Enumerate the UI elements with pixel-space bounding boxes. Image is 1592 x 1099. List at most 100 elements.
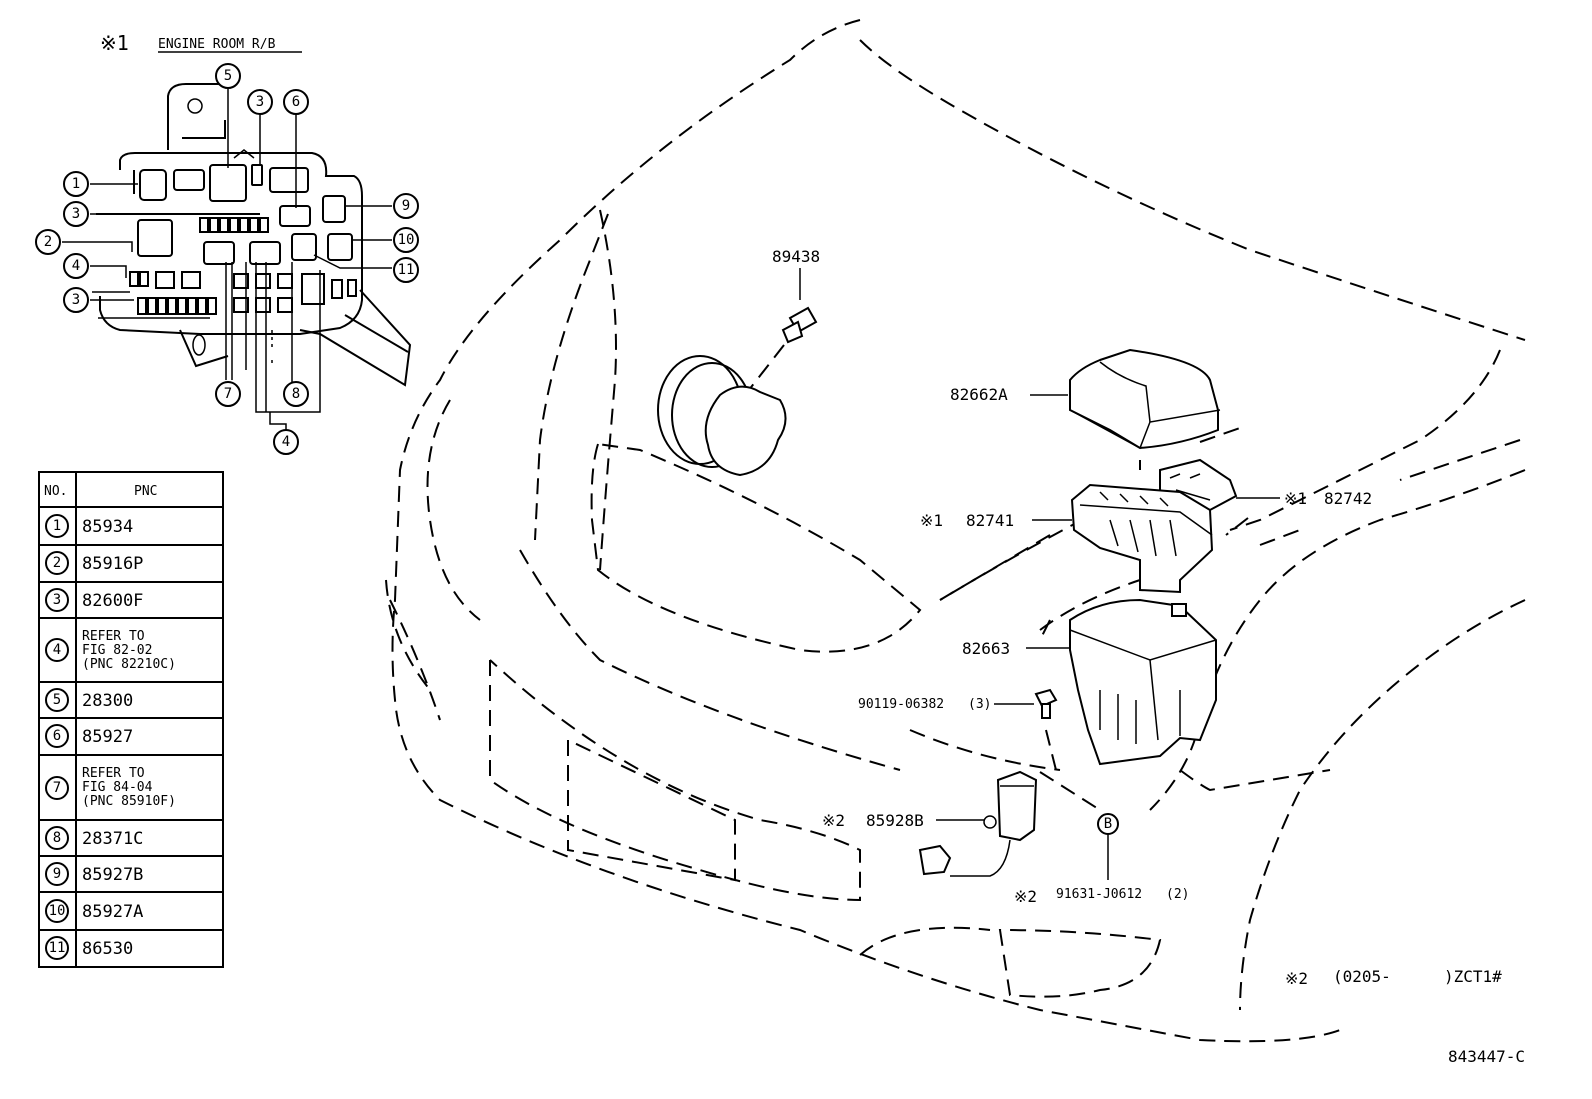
inset-callout-9: 9 — [393, 193, 419, 219]
svg-text:85934: 85934 — [82, 517, 133, 537]
part-82741: ※1 82741 — [920, 483, 1301, 601]
inset-callout-6: 6 — [283, 89, 309, 115]
svg-text:7: 7 — [53, 780, 61, 796]
svg-text:10: 10 — [398, 232, 415, 248]
inset-title: ENGINE ROOM R/B — [158, 37, 276, 52]
inset-callout-4a: 4 — [63, 253, 89, 279]
svg-text:※2: ※2 — [1285, 969, 1308, 988]
svg-text:82742: 82742 — [1324, 489, 1372, 508]
svg-text:※2: ※2 — [822, 811, 845, 830]
figure-id: 843447-C — [1448, 1047, 1525, 1066]
inset-callout-4b: 4 — [273, 429, 299, 455]
svg-text:85916P: 85916P — [82, 554, 143, 574]
svg-text:4: 4 — [53, 642, 61, 658]
inset-callout-5: 5 — [215, 63, 241, 89]
svg-text:REFER TO: REFER TO — [82, 629, 145, 644]
svg-text:※1: ※1 — [1284, 489, 1307, 508]
part-82663: 82663 — [962, 598, 1217, 766]
svg-text:6: 6 — [292, 94, 300, 110]
table-row: 3 82600F — [45, 588, 143, 612]
svg-text:REFER TO: REFER TO — [82, 766, 145, 781]
table-row: 9 85927B — [45, 862, 143, 886]
svg-text:9: 9 — [53, 866, 61, 882]
inset-callout-10: 10 — [393, 227, 419, 253]
inset-marker: ※1 — [100, 31, 129, 55]
table-row: 11 86530 — [45, 936, 133, 960]
inset-engine-room-rb: ※1 ENGINE ROOM R/B — [35, 31, 419, 455]
svg-text:9: 9 — [402, 198, 410, 214]
svg-text:6: 6 — [53, 728, 61, 744]
svg-text:89438: 89438 — [772, 247, 820, 266]
table-row: 6 85927 — [45, 724, 133, 748]
svg-text:11: 11 — [398, 262, 415, 278]
svg-text:86530: 86530 — [82, 939, 133, 959]
inset-callout-3c: 3 — [247, 89, 273, 115]
svg-text:3: 3 — [72, 206, 80, 222]
svg-text:(0205-: (0205- — [1333, 967, 1391, 986]
svg-text:※2: ※2 — [1014, 887, 1037, 906]
svg-text:85927: 85927 — [82, 727, 133, 747]
inset-callout-7: 7 — [215, 381, 241, 407]
inset-callout-8: 8 — [283, 381, 309, 407]
svg-text:8: 8 — [292, 386, 300, 402]
svg-text:FIG 84-04: FIG 84-04 — [82, 780, 153, 795]
svg-text:1: 1 — [72, 176, 80, 192]
svg-text:3: 3 — [256, 94, 264, 110]
svg-text:5: 5 — [224, 68, 232, 84]
table-header-pnc: PNC — [134, 484, 157, 499]
footnote: ※2 (0205- )ZCT1# — [1285, 967, 1502, 988]
svg-text:85927B: 85927B — [82, 865, 143, 885]
svg-text:4: 4 — [282, 434, 290, 450]
inset-callout-1: 1 — [63, 171, 89, 197]
svg-text:※1: ※1 — [920, 511, 943, 530]
part-91631-J0612: B ※2 91631-J0612 (2) — [1014, 813, 1189, 906]
table-row: 8 28371C — [45, 826, 143, 850]
table-row: 2 85916P — [45, 551, 143, 575]
svg-text:2: 2 — [44, 234, 52, 250]
svg-text:1: 1 — [53, 518, 61, 534]
table-row: 4 REFER TO FIG 82-02 (PNC 82210C) — [45, 629, 176, 672]
part-85928B: ※2 85928B — [822, 770, 1101, 877]
table-header-no: NO. — [44, 484, 67, 499]
svg-text:(2): (2) — [1166, 887, 1189, 902]
svg-text:85927A: 85927A — [82, 902, 143, 922]
svg-text:82662A: 82662A — [950, 385, 1008, 404]
svg-text:82600F: 82600F — [82, 591, 143, 611]
table-row: 7 REFER TO FIG 84-04 (PNC 85910F) — [45, 766, 176, 809]
svg-text:28371C: 28371C — [82, 829, 143, 849]
svg-text:7: 7 — [224, 386, 232, 402]
pnc-table: NO. PNC 1 85934 2 85916P 3 82600F 4 REFE… — [38, 471, 224, 968]
svg-text:91631-J0612: 91631-J0612 — [1056, 887, 1142, 902]
inset-callout-3b: 3 — [63, 287, 89, 313]
svg-text:82741: 82741 — [966, 511, 1014, 530]
vehicle-outline — [385, 19, 1526, 1043]
relay-block-drawing — [62, 83, 412, 432]
svg-text:B: B — [1104, 816, 1112, 832]
inset-callout-3a: 3 — [63, 201, 89, 227]
svg-text:5: 5 — [53, 692, 61, 708]
svg-text:10: 10 — [49, 903, 66, 919]
svg-text:82663: 82663 — [962, 639, 1010, 658]
inset-callout-2: 2 — [35, 229, 61, 255]
svg-text:2: 2 — [53, 555, 61, 571]
svg-text:(PNC 85910F): (PNC 85910F) — [82, 794, 176, 809]
svg-text:28300: 28300 — [82, 691, 133, 711]
svg-text:3: 3 — [53, 592, 61, 608]
svg-text:3: 3 — [72, 292, 80, 308]
svg-text:FIG 82-02: FIG 82-02 — [82, 643, 152, 658]
svg-text:)ZCT1#: )ZCT1# — [1444, 967, 1502, 986]
svg-text:(3): (3) — [968, 697, 991, 712]
part-89438: 89438 — [657, 247, 820, 477]
part-82662A: 82662A — [950, 348, 1241, 470]
part-90119-06382: 90119-06382 (3) — [858, 688, 1058, 771]
table-row: 10 85927A — [45, 899, 143, 923]
table-row: 5 28300 — [45, 688, 133, 712]
svg-text:85928B: 85928B — [866, 811, 924, 830]
svg-text:11: 11 — [49, 940, 66, 956]
inset-callout-11: 11 — [393, 257, 419, 283]
svg-text:4: 4 — [72, 258, 80, 274]
svg-text:90119-06382: 90119-06382 — [858, 697, 944, 712]
svg-text:8: 8 — [53, 830, 61, 846]
svg-text:(PNC 82210C): (PNC 82210C) — [82, 657, 176, 672]
